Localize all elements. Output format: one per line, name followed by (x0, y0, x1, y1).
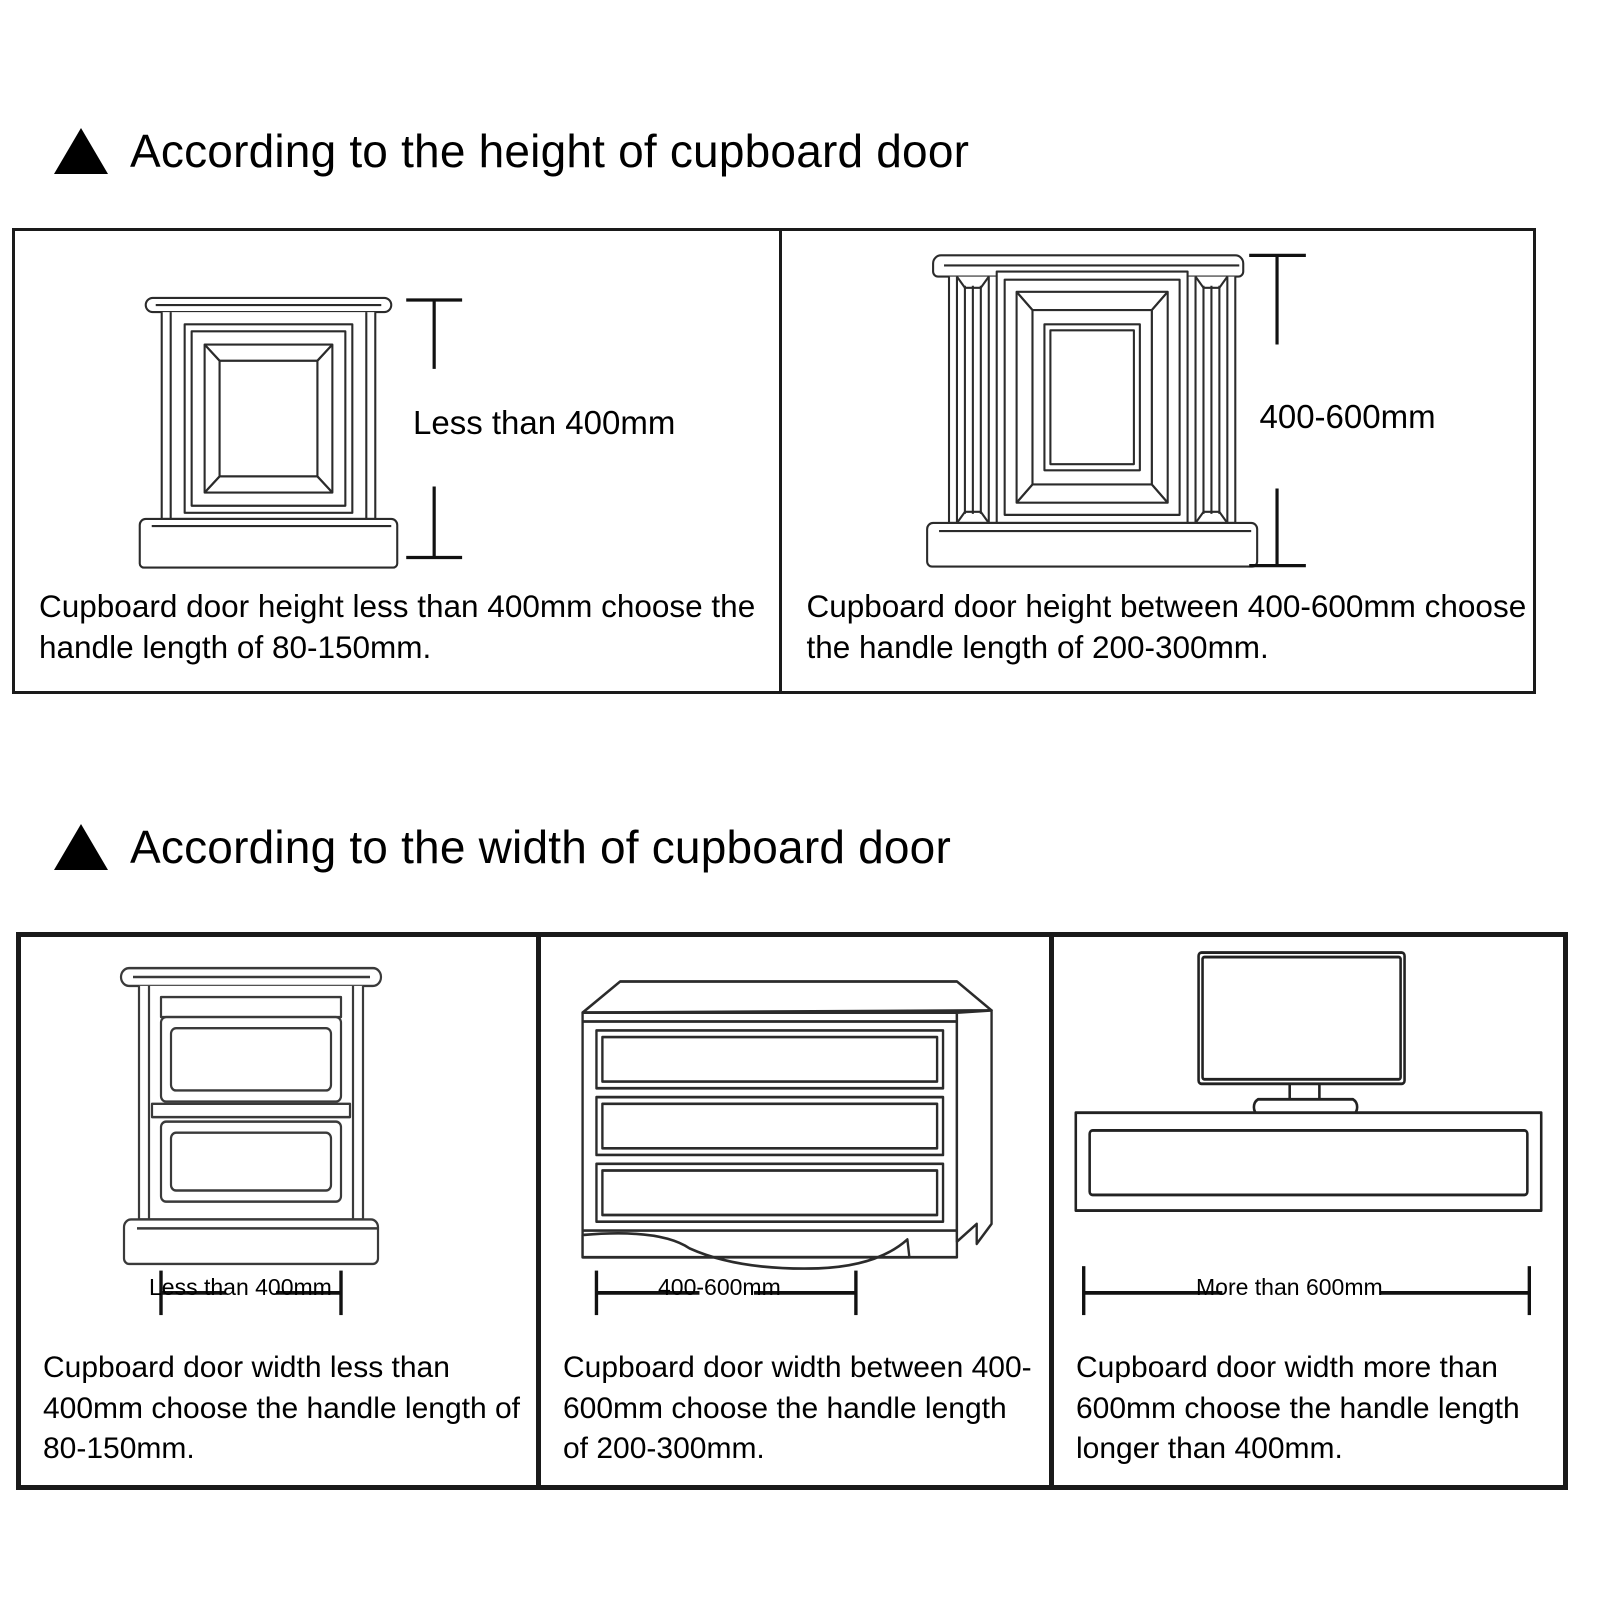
section-heading-width: According to the width of cupboard door (54, 824, 951, 870)
dimension-label-width-more-600: More than 600mm (1196, 1274, 1383, 1300)
panel-width-less-400: Less than 400mm Cupboard door width less… (21, 937, 536, 1485)
panel-height-less-400: Less than 400mm Cupboard door height les… (15, 231, 779, 691)
dimension-label-height-400-600: 400-600mm (1259, 398, 1436, 435)
panel-height-400-600: 400-600mm Cupboard door height between 4… (779, 231, 1533, 691)
height-panels-container: Less than 400mm Cupboard door height les… (12, 228, 1536, 694)
panel-width-less-400-caption: Cupboard door width less than 400mm choo… (43, 1351, 520, 1465)
triangle-bullet-icon (54, 824, 108, 870)
panel-width-more-600: More than 600mm Cupboard door width more… (1049, 937, 1563, 1485)
panel-width-more-600-caption: Cupboard door width more than 600mm choo… (1076, 1351, 1520, 1465)
dimension-label-height-less-400: Less than 400mm (413, 404, 676, 441)
section-heading-width-label: According to the width of cupboard door (130, 821, 951, 873)
panel-height-400-600-illustration: 400-600mm (782, 231, 1533, 586)
width-panels-container: Less than 400mm Cupboard door width less… (16, 932, 1568, 1490)
section-heading-height-label: According to the height of cupboard door (130, 125, 970, 177)
dimension-label-width-400-600: 400-600mm (658, 1274, 781, 1300)
triangle-bullet-icon (54, 128, 108, 174)
panel-height-less-400-caption: Cupboard door height less than 400mm cho… (39, 587, 756, 666)
panel-width-less-400-illustration: Less than 400mm (21, 937, 536, 1348)
panel-width-400-600-illustration: 400-600mm (541, 937, 1049, 1348)
panel-width-400-600: 400-600mm Cupboard door width between 40… (536, 937, 1049, 1485)
dimension-label-width-less-400: Less than 400mm (149, 1274, 332, 1300)
section-heading-height: According to the height of cupboard door (54, 128, 969, 174)
panel-height-400-600-caption: Cupboard door height between 400-600mm c… (806, 587, 1527, 666)
panel-height-less-400-illustration: Less than 400mm (15, 231, 779, 586)
panel-width-more-600-illustration: More than 600mm (1054, 937, 1563, 1348)
panel-width-400-600-caption: Cupboard door width between 400-600mm ch… (563, 1351, 1032, 1465)
